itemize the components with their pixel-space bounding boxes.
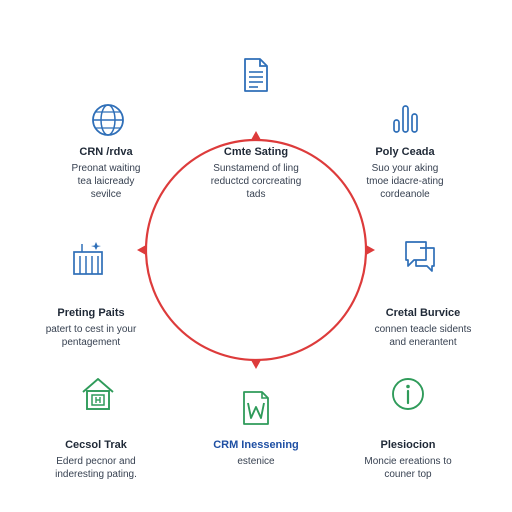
node-mid-left-line-2: pentagement [61,337,121,348]
node-mid-left-line-1: patert to cest in your [45,324,137,335]
node-bottom-left-line-2: inderesting pating. [55,469,137,480]
building-icon [68,238,108,278]
node-top-left-line-1: Preonat waiting [71,163,141,174]
node-bottom-right-line-1: Moncie ereations to [364,456,452,467]
node-top-left-line-3: sevilce [90,189,122,200]
node-mid-left: Preting Paits patert to cest in your pen… [16,307,166,349]
center-line-1: Sunstamend of ling [213,163,299,174]
node-bottom-line-1: estenice [237,456,275,467]
document-icon [236,55,276,95]
center-line-3: tads [246,189,266,200]
center-line-2: reductcd corcreating [210,176,302,187]
node-bottom-right-line-2: couner top [384,469,432,480]
arrow-top [251,131,261,140]
node-top-left: CRN /rdva Preonat waiting tea laicready … [31,146,181,201]
globe-icon [88,100,128,140]
node-bottom-right: Plesiocion Moncie ereations to couner to… [333,439,483,481]
node-top-left-line-2: tea laicready [77,176,135,187]
node-mid-right-line-2: and enerantent [389,337,457,348]
node-bottom-right-title: Plesiocion [380,439,436,451]
node-top-right-title: Poly Ceada [375,146,435,158]
center-node: Cmte Sating Sunstamend of ling reductcd … [181,146,331,201]
house-icon [78,374,118,414]
arrow-bottom [251,360,261,369]
node-mid-right: Cretal Burvice connen teacle sidents and… [348,307,498,349]
node-top-right-line-2: tmoe idacre-ating [366,176,444,187]
node-bottom-left: Cecsol Trak Ederd pecnor and inderesting… [21,439,171,481]
node-bottom-left-line-1: Ederd pecnor and [56,456,136,467]
node-bottom-left-title: Cecsol Trak [65,439,127,451]
node-mid-right-line-1: connen teacle sidents [374,324,472,335]
node-top-left-title: CRN /rdva [79,146,133,158]
node-top-right-line-1: Suo your aking [371,163,439,174]
node-bottom: CRM Inessening estenice [181,439,331,468]
chat-icon [400,236,440,276]
arrow-right [366,245,375,255]
bar-chart-icon [385,100,425,140]
center-title: Cmte Sating [223,146,289,158]
node-top-right-line-3: cordeanole [380,189,430,200]
node-bottom-title: CRM Inessening [213,439,299,451]
w-document-icon [236,388,276,428]
node-mid-right-title: Cretal Burvice [385,307,461,319]
node-mid-left-title: Preting Paits [57,307,125,319]
node-top-right: Poly Ceada Suo your aking tmoe idacre-at… [330,146,480,201]
arrow-left [137,245,146,255]
info-icon [388,374,428,414]
